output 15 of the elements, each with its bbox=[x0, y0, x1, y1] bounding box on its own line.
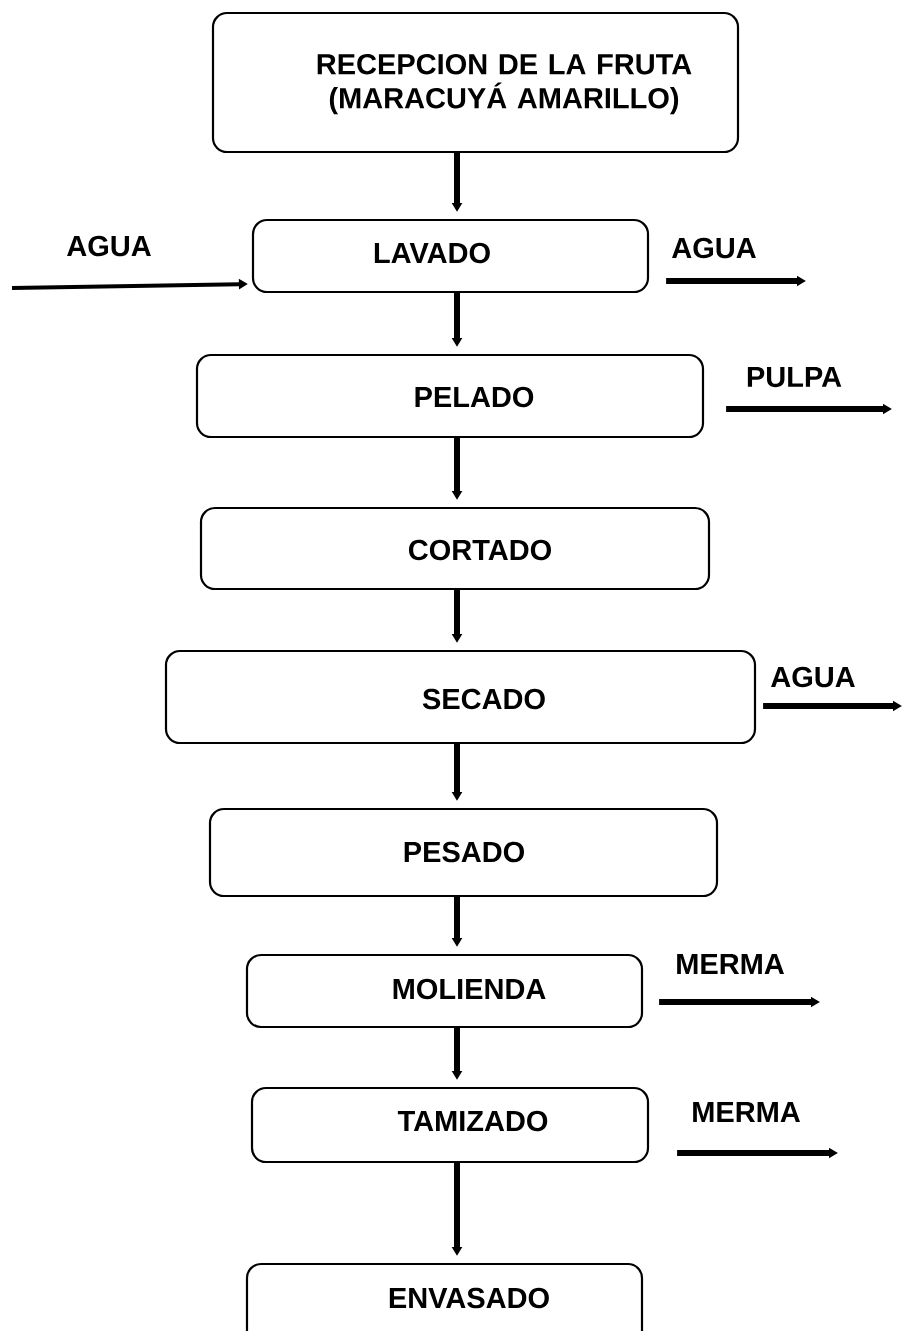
edge-label: AGUA bbox=[771, 666, 855, 688]
process-box: CORTADO bbox=[199, 506, 711, 591]
process-box: PELADO bbox=[195, 353, 705, 439]
process-box: TAMIZADO bbox=[250, 1086, 650, 1164]
process-box: LAVADO bbox=[251, 218, 650, 294]
edge-label: MERMA bbox=[693, 1102, 800, 1122]
edge-label: AGUA bbox=[67, 235, 151, 257]
process-box: PESADO bbox=[208, 807, 719, 898]
edge-label: AGUA bbox=[672, 237, 756, 259]
process-box: MOLIENDA bbox=[245, 953, 644, 1029]
edge-label: PULPA bbox=[747, 366, 842, 388]
process-box: RECEPCION DE LA FRUTA (MARACUYÁ AMARILLO) bbox=[211, 11, 740, 154]
edge-label: MERMA bbox=[677, 954, 784, 974]
process-box: ENVASADO bbox=[245, 1262, 644, 1331]
process-box: SECADO bbox=[164, 649, 757, 745]
